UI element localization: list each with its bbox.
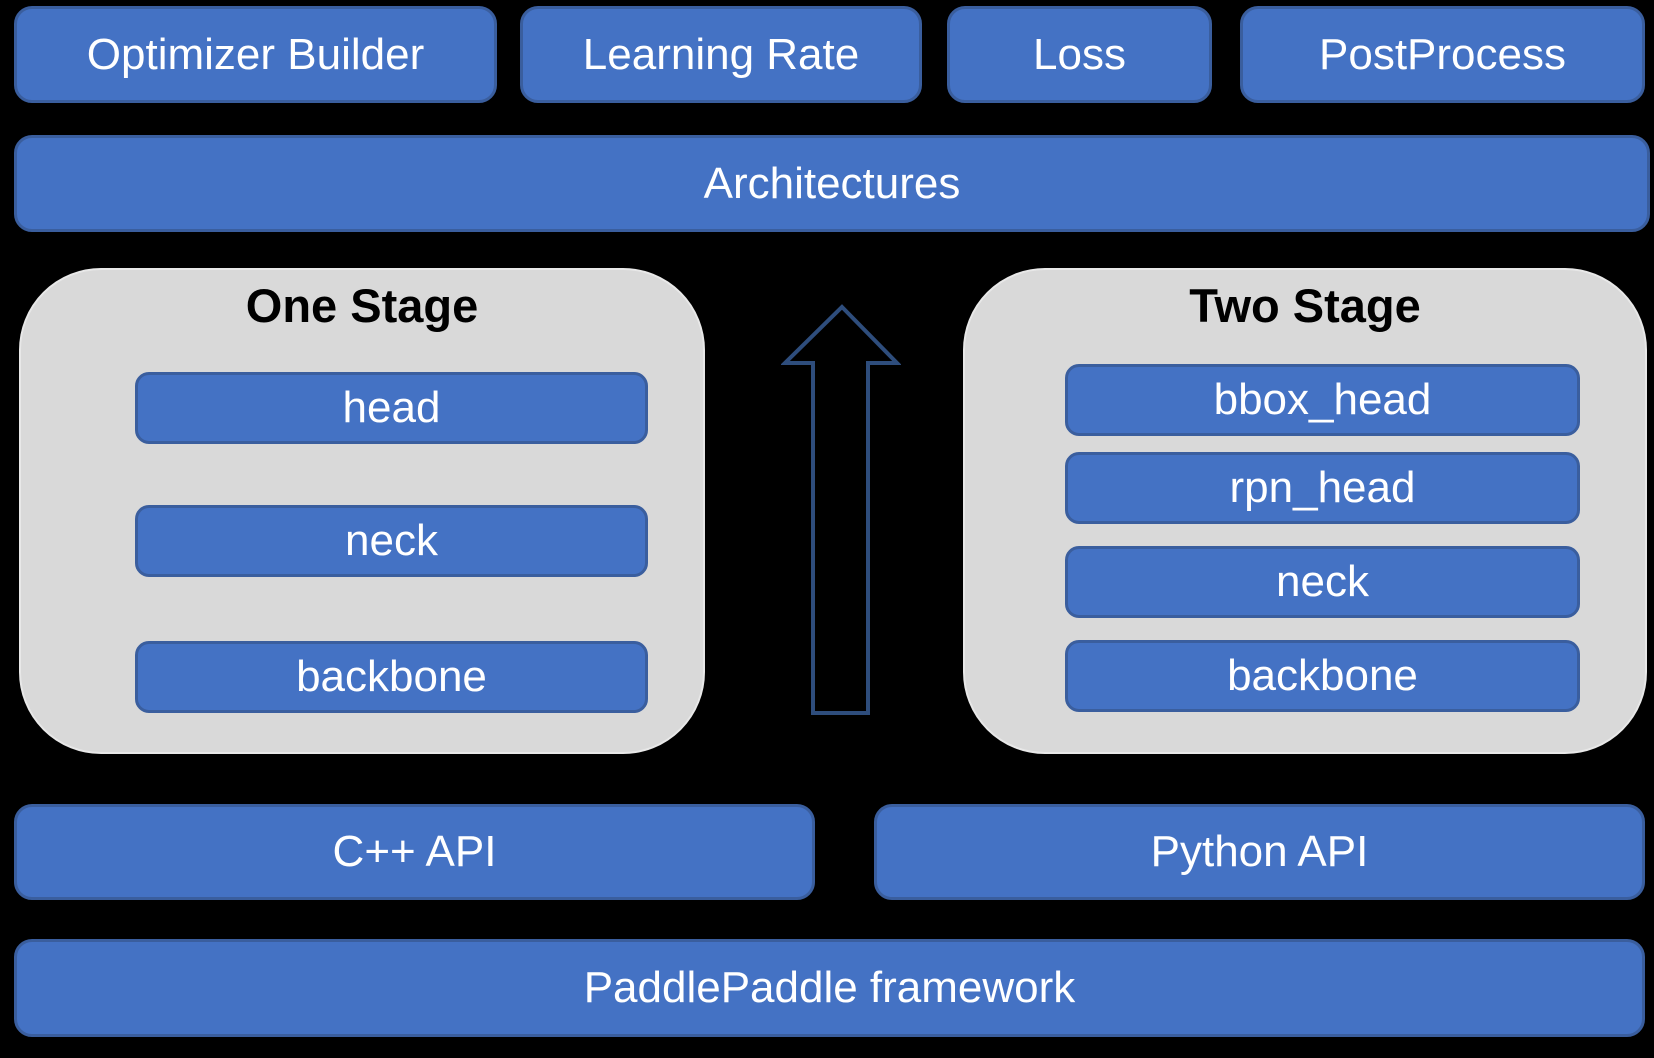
two-stage-layer-neck-label: neck [1276,557,1369,606]
one-stage-layer-neck-label: neck [345,516,438,565]
one-stage-layer-head: head [135,372,648,444]
box-cpp-api-label: C++ API [332,827,497,876]
box-learning-rate-label: Learning Rate [582,29,860,79]
two-stage-layer-backbone: backbone [1065,640,1580,712]
box-learning-rate: Learning Rate [520,6,922,103]
one-stage-layer-backbone: backbone [135,641,648,713]
one-stage-layer-backbone-label: backbone [296,652,487,701]
box-optimizer-builder-label: Optimizer Builder [86,29,425,79]
two-stage-layer-backbone-label: backbone [1227,651,1418,700]
two-stage-layer-bbox-head: bbox_head [1065,364,1580,436]
box-architectures-label: Architectures [703,158,961,208]
box-postprocess: PostProcess [1240,6,1645,103]
box-cpp-api: C++ API [14,804,815,900]
two-stage-layer-rpn-head: rpn_head [1065,452,1580,524]
two-stage-layer-neck: neck [1065,546,1580,618]
up-arrow-icon [780,303,902,717]
box-paddlepaddle-framework-label: PaddlePaddle framework [583,963,1076,1012]
panel-one-stage-title: One Stage [245,279,479,332]
two-stage-layer-rpn-head-label: rpn_head [1229,463,1416,512]
box-architectures: Architectures [14,135,1650,232]
box-paddlepaddle-framework: PaddlePaddle framework [14,939,1645,1037]
one-stage-layer-neck: neck [135,505,648,577]
box-postprocess-label: PostProcess [1319,29,1566,79]
box-python-api-label: Python API [1150,827,1369,876]
box-python-api: Python API [874,804,1645,900]
panel-two-stage-title: Two Stage [1189,279,1421,332]
two-stage-layer-bbox-head-label: bbox_head [1213,375,1432,424]
box-optimizer-builder: Optimizer Builder [14,6,497,103]
box-loss: Loss [947,6,1212,103]
one-stage-layer-head-label: head [342,383,441,432]
box-loss-label: Loss [1033,29,1126,79]
